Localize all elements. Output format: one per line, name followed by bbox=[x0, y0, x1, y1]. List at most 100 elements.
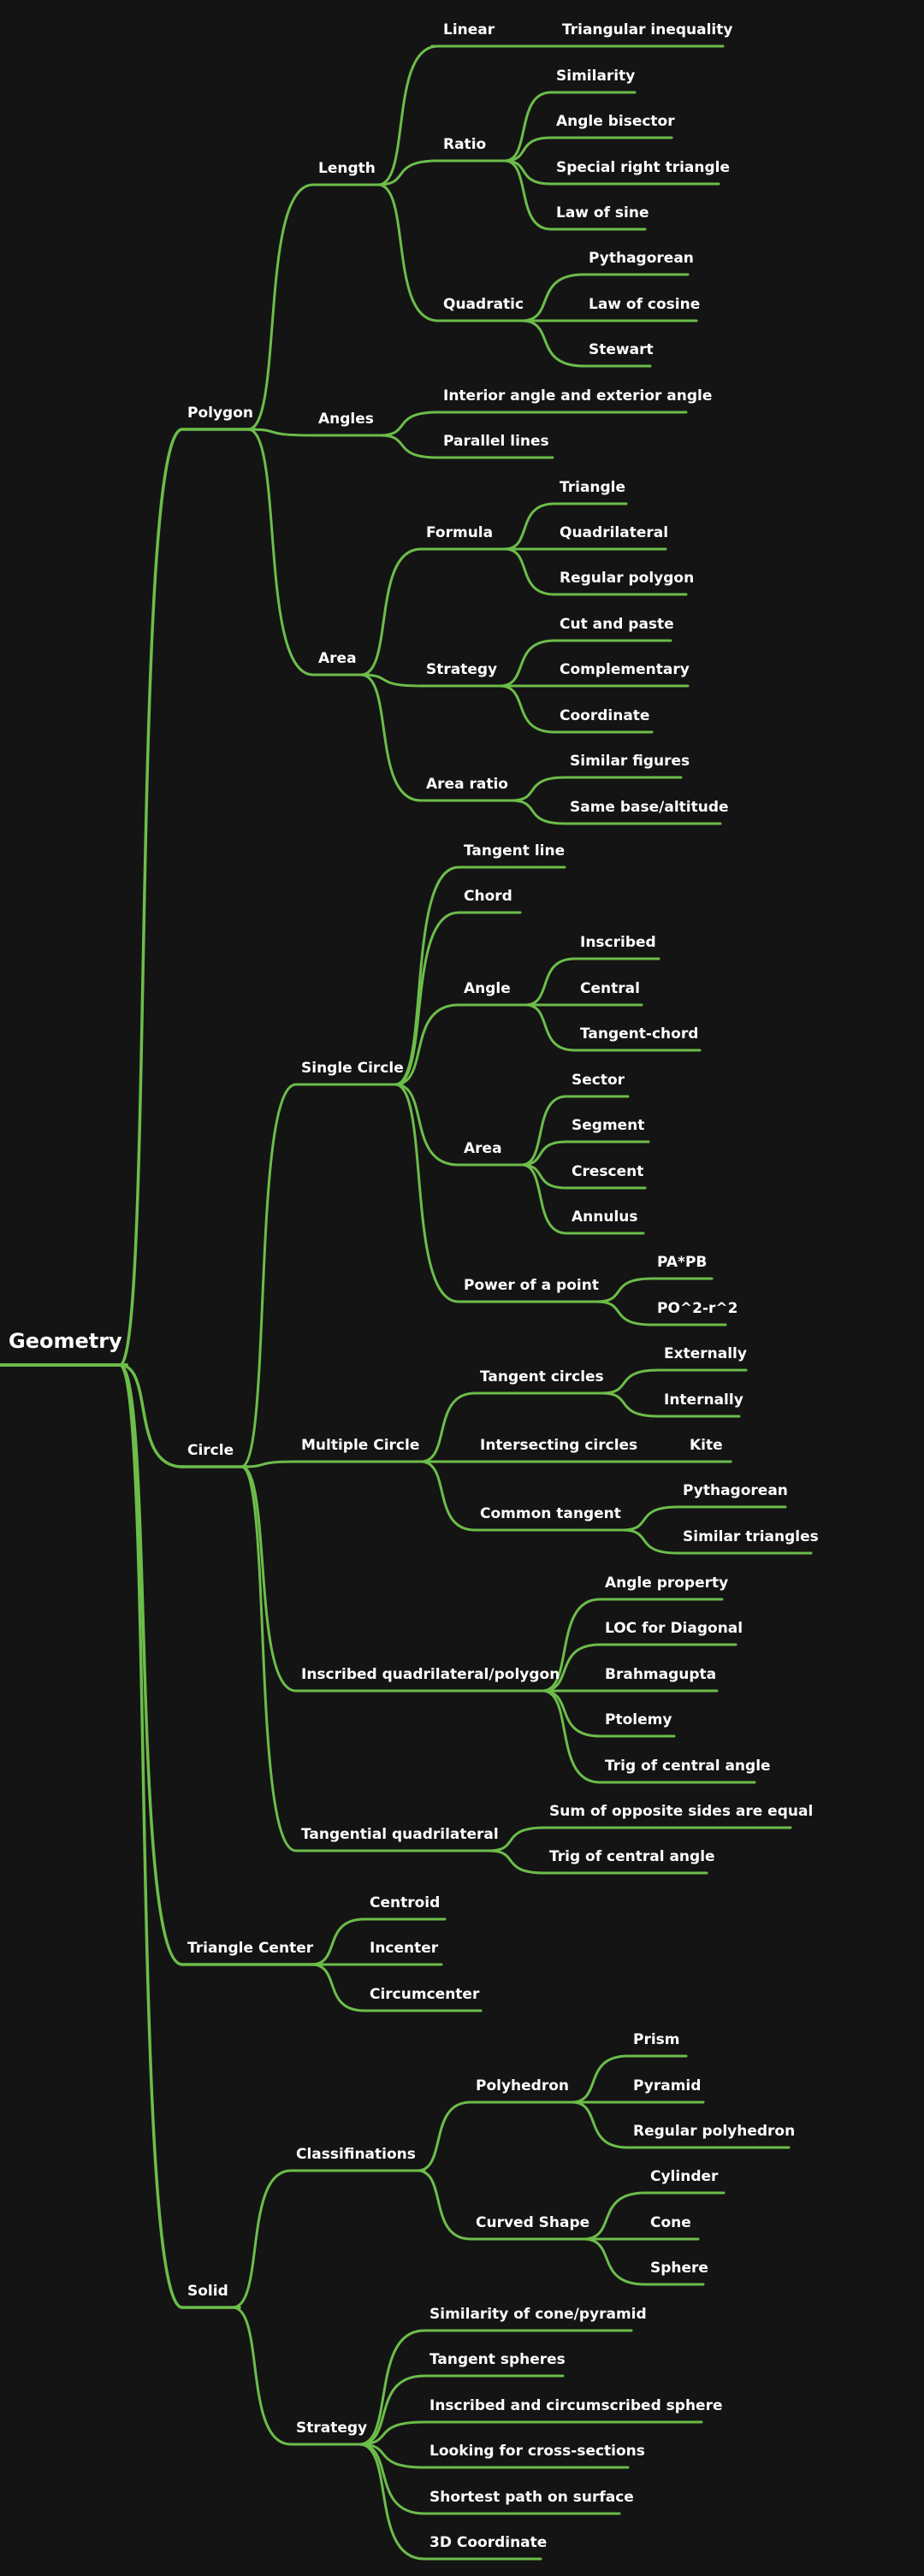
node-label-circumcenter: Circumcenter bbox=[370, 1986, 480, 2003]
connector-angle-property bbox=[541, 1598, 601, 1693]
connector-trig-of-central-angle bbox=[488, 1849, 546, 1875]
connector-pa-pb bbox=[595, 1277, 654, 1303]
node-label-sphere: Sphere bbox=[650, 2260, 708, 2277]
node-label-similarity-of-cone-pyramid: Similarity of cone/pyramid bbox=[429, 2306, 647, 2323]
connector-inscribed bbox=[524, 957, 577, 1007]
node-label-po-2-r-2: PO^2-r^2 bbox=[657, 1300, 738, 1317]
connector-circumcenter bbox=[310, 1963, 366, 2012]
node-label-central: Central bbox=[580, 980, 640, 997]
connector-solid bbox=[118, 1363, 184, 2309]
node-label-linear: Linear bbox=[443, 21, 495, 38]
node-label-complementary: Complementary bbox=[560, 661, 690, 678]
node-label-pyramid: Pyramid bbox=[633, 2077, 701, 2094]
connector-stewart bbox=[520, 319, 585, 368]
node-label-quadrilateral: Quadrilateral bbox=[560, 524, 668, 541]
node-label-looking-for-cross-sections: Looking for cross-sections bbox=[429, 2443, 645, 2460]
connector-similar-triangles bbox=[621, 1528, 679, 1555]
node-label-annulus: Annulus bbox=[572, 1208, 638, 1226]
connector-similarity bbox=[503, 91, 553, 162]
connector-strategy bbox=[359, 673, 423, 688]
connector-triangle bbox=[503, 502, 556, 551]
connector-length bbox=[246, 183, 315, 431]
node-label-law-of-sine: Law of sine bbox=[556, 204, 649, 222]
connector-pythagorean bbox=[520, 273, 585, 322]
node-label-pythagorean: Pythagorean bbox=[683, 1482, 788, 1499]
node-label-triangle: Triangle bbox=[560, 479, 625, 496]
connector-trig-of-central-angle bbox=[541, 1689, 601, 1784]
connector-linear bbox=[376, 44, 440, 186]
node-label-tangent-spheres: Tangent spheres bbox=[429, 2351, 566, 2368]
node-label-regular-polyhedron: Regular polyhedron bbox=[633, 2123, 795, 2140]
node-label-tangential-quadrilateral: Tangential quadrilateral bbox=[301, 1826, 499, 1843]
connector-multiple-circle bbox=[240, 1460, 298, 1468]
connector-annulus bbox=[520, 1163, 568, 1235]
connector-cylinder bbox=[582, 2191, 647, 2241]
node-label-cut-and-paste: Cut and paste bbox=[560, 616, 674, 633]
node-label-power-of-a-point: Power of a point bbox=[464, 1277, 599, 1294]
connector-sphere bbox=[582, 2237, 647, 2286]
node-label-angle-bisector: Angle bisector bbox=[556, 113, 675, 130]
node-label-triangle-center: Triangle Center bbox=[187, 1940, 314, 1957]
node-label-area: Area bbox=[318, 650, 357, 667]
connector-curved-shape bbox=[416, 2169, 472, 2241]
node-label-shortest-path-on-surface: Shortest path on surface bbox=[429, 2489, 634, 2506]
node-label-coordinate: Coordinate bbox=[560, 707, 649, 724]
connector-coordinate bbox=[498, 684, 556, 734]
node-label-area: Area bbox=[464, 1140, 502, 1157]
connector-circle bbox=[118, 1363, 184, 1468]
node-label-circle: Circle bbox=[187, 1442, 234, 1459]
node-label-classifinations: Classifinations bbox=[296, 2146, 416, 2163]
node-label-length: Length bbox=[318, 160, 376, 177]
connector-single-circle bbox=[240, 1083, 298, 1468]
connector-externally bbox=[601, 1368, 660, 1395]
connector-similarity-of-cone-pyramid bbox=[358, 2329, 426, 2446]
node-label-regular-polygon: Regular polygon bbox=[560, 570, 694, 587]
root-node-label: Geometry bbox=[9, 1329, 122, 1353]
node-label-cylinder: Cylinder bbox=[650, 2168, 719, 2185]
connector-cut-and-paste bbox=[498, 639, 556, 688]
connector-interior-angle-and-exterior-angle bbox=[378, 411, 440, 437]
connector-internally bbox=[601, 1391, 660, 1418]
connector-tangent-spheres bbox=[358, 2374, 426, 2446]
connector-area bbox=[394, 1083, 460, 1167]
node-label-angle: Angle bbox=[464, 980, 511, 997]
connector-parallel-lines bbox=[378, 434, 440, 459]
connector-pythagorean bbox=[621, 1505, 679, 1532]
connector-formula bbox=[359, 547, 423, 676]
node-label-formula: Formula bbox=[426, 524, 493, 541]
node-label-stewart: Stewart bbox=[589, 341, 654, 358]
connector-same-base-altitude bbox=[510, 799, 566, 825]
connector-segment bbox=[520, 1140, 568, 1167]
node-label-similar-figures: Similar figures bbox=[570, 753, 690, 770]
connector-tangent-chord bbox=[524, 1003, 577, 1052]
connector-shortest-path-on-surface bbox=[358, 2443, 426, 2515]
node-label-sum-of-opposite-sides-are-equal: Sum of opposite sides are equal bbox=[549, 1803, 813, 1820]
node-label-polyhedron: Polyhedron bbox=[476, 2077, 569, 2094]
node-label-incenter: Incenter bbox=[370, 1940, 439, 1957]
node-label-inscribed-and-circumscribed-sphere: Inscribed and circumscribed sphere bbox=[429, 2397, 723, 2414]
connector-area-ratio bbox=[359, 673, 423, 802]
node-label-inscribed: Inscribed bbox=[580, 934, 656, 951]
connector-prism bbox=[570, 2054, 630, 2104]
connector-chord bbox=[394, 911, 460, 1086]
node-label-law-of-cosine: Law of cosine bbox=[589, 296, 700, 313]
node-label-strategy: Strategy bbox=[426, 661, 497, 678]
node-label-similar-triangles: Similar triangles bbox=[683, 1528, 819, 1545]
node-label-triangular-inequality: Triangular inequality bbox=[562, 21, 732, 38]
node-label-chord: Chord bbox=[464, 888, 512, 905]
node-label-common-tangent: Common tangent bbox=[480, 1505, 621, 1522]
connector-quadratic bbox=[376, 183, 440, 322]
node-label-single-circle: Single Circle bbox=[301, 1060, 404, 1077]
connector-po-2-r-2 bbox=[595, 1300, 654, 1326]
connector-angle bbox=[394, 1003, 460, 1086]
connector-loc-for-diagonal bbox=[541, 1643, 601, 1693]
connector-ratio bbox=[376, 159, 440, 186]
node-label-multiple-circle: Multiple Circle bbox=[301, 1437, 419, 1454]
node-label-loc-for-diagonal: LOC for Diagonal bbox=[605, 1620, 743, 1637]
connector-inscribed-quadrilateral-polygon bbox=[240, 1465, 298, 1693]
node-label-ptolemy: Ptolemy bbox=[605, 1711, 672, 1728]
connector-inscribed-and-circumscribed-sphere bbox=[358, 2420, 426, 2446]
node-label-centroid: Centroid bbox=[370, 1894, 440, 1911]
